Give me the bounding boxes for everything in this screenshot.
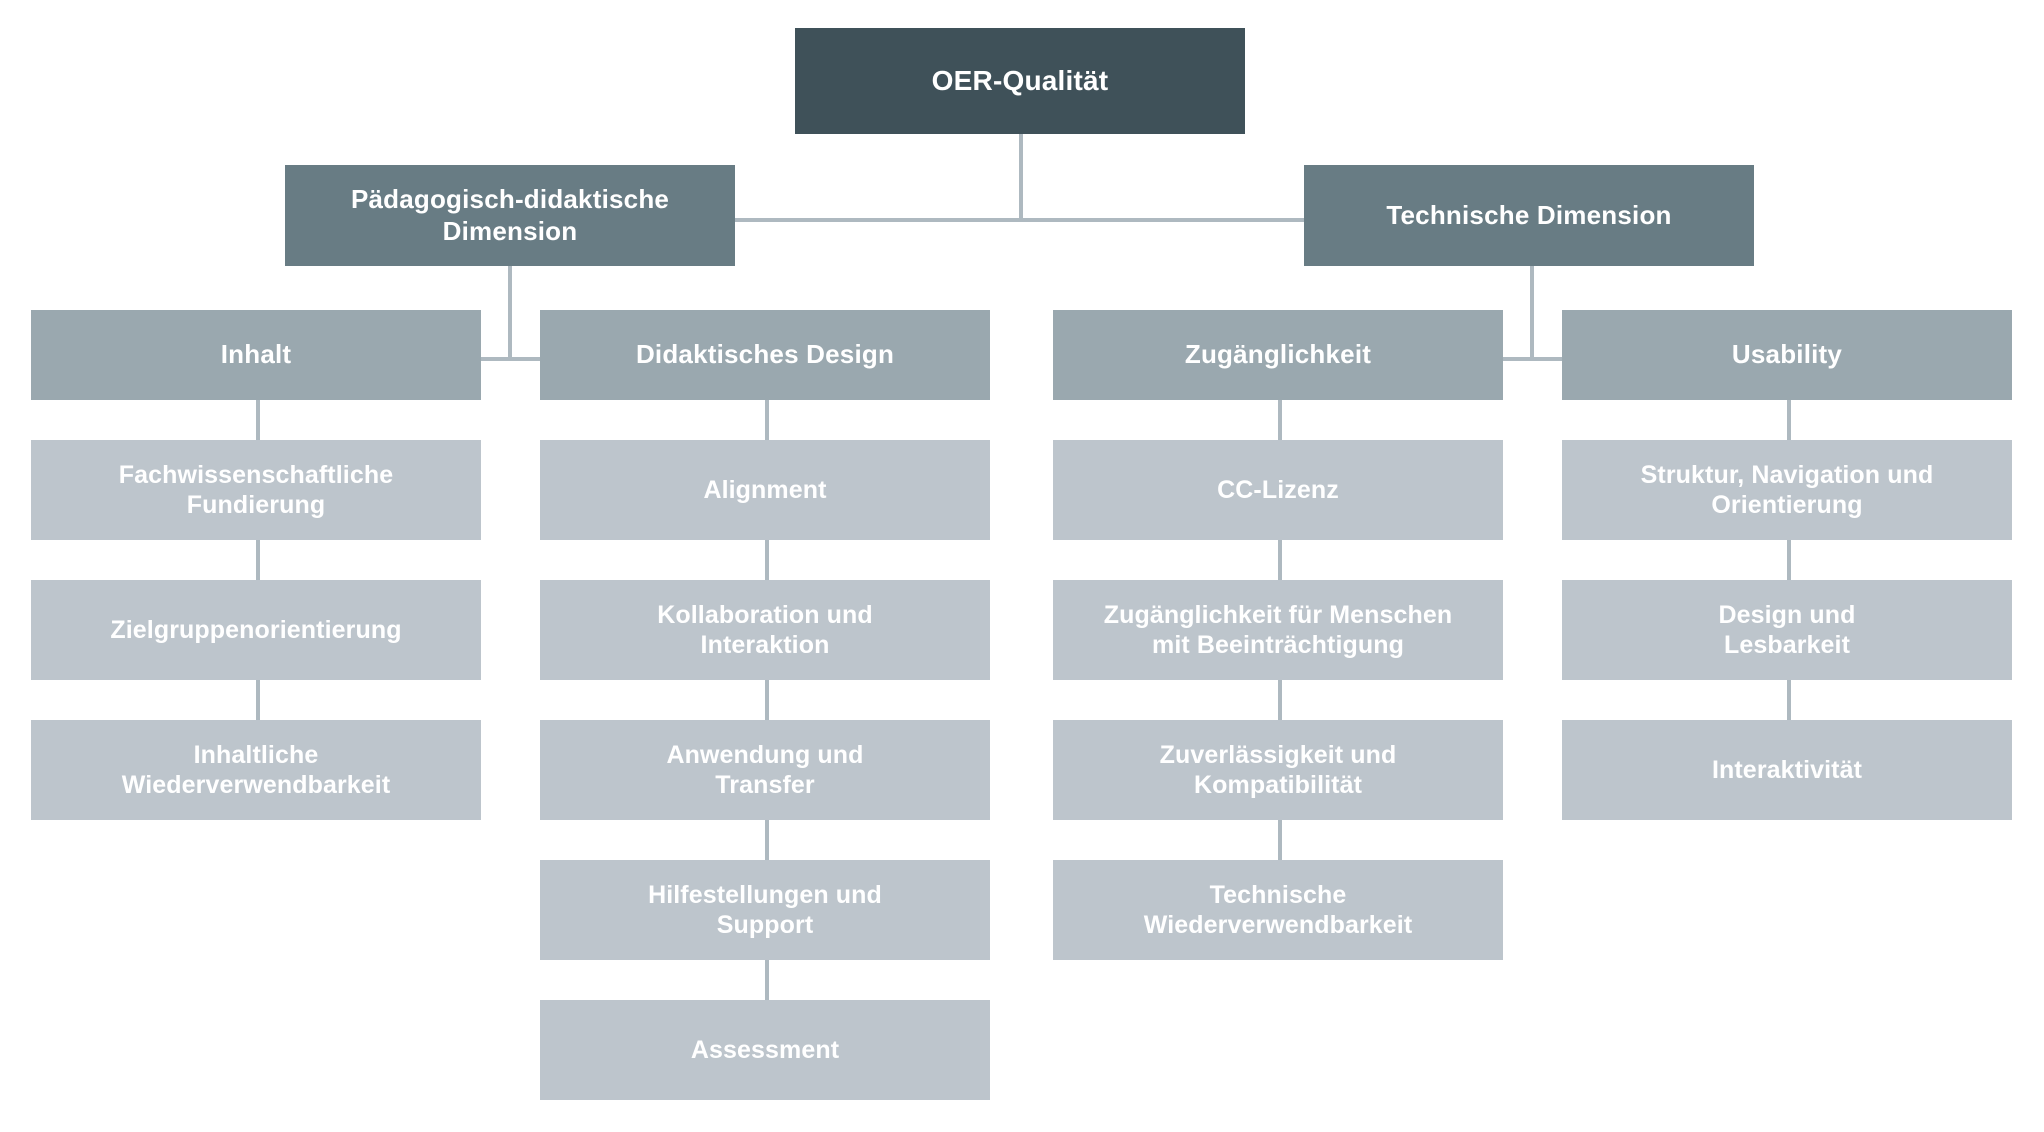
leaf-zuverlaessigkeit-und-kompatibilitaet[interactable]: Zuverlässigkeit und Kompatibilität	[1053, 720, 1503, 820]
node-label: Pädagogisch-didaktische Dimension	[350, 183, 670, 246]
connector-zugaenglichkeit-3	[1278, 680, 1282, 720]
leaf-kollaboration-und-interaktion[interactable]: Kollaboration und Interaktion	[540, 580, 990, 680]
connector-technical-category-bar	[1278, 357, 1787, 361]
leaf-interaktivitaet[interactable]: Interaktivität	[1562, 720, 2012, 820]
connector-zugaenglichkeit-1	[1278, 400, 1282, 440]
connector-zugaenglichkeit-4	[1278, 820, 1282, 860]
node-label: Inhalt	[220, 339, 292, 370]
node-label: Technische Dimension	[1386, 199, 1672, 230]
leaf-struktur-navigation-und-orientierung[interactable]: Struktur, Navigation und Orientierung	[1562, 440, 2012, 540]
connector-didaktisches-3	[765, 680, 769, 720]
connector-usability-1	[1787, 400, 1791, 440]
connector-pedagogical-category-bar	[256, 357, 765, 361]
connector-root-stem	[1019, 134, 1023, 220]
node-label: Inhaltliche Wiederverwendbarkeit	[121, 740, 391, 800]
connector-technical-stem	[1530, 266, 1534, 361]
node-label: Zielgruppenorientierung	[110, 615, 402, 644]
leaf-zugaenglichkeit-fuer-menschen-mit-beeintraechtigung[interactable]: Zugänglichkeit für Menschen mit Beeinträ…	[1053, 580, 1503, 680]
connector-didaktisches-4	[765, 820, 769, 860]
node-label: Kollaboration und Interaktion	[657, 600, 873, 660]
node-paedagogisch-didaktische-dimension[interactable]: Pädagogisch-didaktische Dimension	[285, 165, 735, 266]
leaf-alignment[interactable]: Alignment	[540, 440, 990, 540]
leaf-inhaltliche-wiederverwendbarkeit[interactable]: Inhaltliche Wiederverwendbarkeit	[31, 720, 481, 820]
leaf-cc-lizenz[interactable]: CC-Lizenz	[1053, 440, 1503, 540]
node-label: Fachwissenschaftliche Fundierung	[118, 460, 394, 520]
connector-inhalt-1	[256, 400, 260, 440]
connector-usability-3	[1787, 680, 1791, 720]
node-label: Zuverlässigkeit und Kompatibilität	[1159, 740, 1397, 800]
leaf-assessment[interactable]: Assessment	[540, 1000, 990, 1100]
node-label: Alignment	[703, 475, 827, 504]
connector-didaktisches-5	[765, 960, 769, 1000]
node-oer-qualitaet[interactable]: OER-Qualität	[795, 28, 1245, 134]
connector-inhalt-3	[256, 680, 260, 720]
node-label: Interaktivität	[1711, 755, 1863, 784]
connector-zugaenglichkeit-2	[1278, 540, 1282, 580]
leaf-hilfestellungen-und-support[interactable]: Hilfestellungen und Support	[540, 860, 990, 960]
node-usability[interactable]: Usability	[1562, 310, 2012, 400]
connector-inhalt-2	[256, 540, 260, 580]
leaf-fachwissenschaftliche-fundierung[interactable]: Fachwissenschaftliche Fundierung	[31, 440, 481, 540]
connector-dimension-bar	[733, 218, 1306, 222]
node-label: Usability	[1731, 339, 1843, 370]
node-label: Struktur, Navigation und Orientierung	[1640, 460, 1934, 520]
leaf-technische-wiederverwendbarkeit[interactable]: Technische Wiederverwendbarkeit	[1053, 860, 1503, 960]
connector-usability-2	[1787, 540, 1791, 580]
leaf-design-und-lesbarkeit[interactable]: Design und Lesbarkeit	[1562, 580, 2012, 680]
connector-didaktisches-1	[765, 400, 769, 440]
node-label: Design und Lesbarkeit	[1718, 600, 1856, 660]
node-didaktisches-design[interactable]: Didaktisches Design	[540, 310, 990, 400]
node-technische-dimension[interactable]: Technische Dimension	[1304, 165, 1754, 266]
node-label: CC-Lizenz	[1217, 475, 1339, 504]
connector-pedagogical-stem	[508, 266, 512, 361]
connector-didaktisches-2	[765, 540, 769, 580]
node-label: Hilfestellungen und Support	[648, 880, 882, 940]
node-label: Technische Wiederverwendbarkeit	[1143, 880, 1413, 940]
leaf-zielgruppenorientierung[interactable]: Zielgruppenorientierung	[31, 580, 481, 680]
node-label: Assessment	[690, 1035, 840, 1064]
node-label: Didaktisches Design	[635, 339, 895, 370]
node-inhalt[interactable]: Inhalt	[31, 310, 481, 400]
leaf-anwendung-und-transfer[interactable]: Anwendung und Transfer	[540, 720, 990, 820]
node-label: Zugänglichkeit für Menschen mit Beeinträ…	[1103, 600, 1453, 660]
node-label: Anwendung und Transfer	[666, 740, 864, 800]
node-label: Zugänglichkeit	[1184, 339, 1372, 370]
node-zugaenglichkeit[interactable]: Zugänglichkeit	[1053, 310, 1503, 400]
node-label: OER-Qualität	[931, 64, 1109, 96]
